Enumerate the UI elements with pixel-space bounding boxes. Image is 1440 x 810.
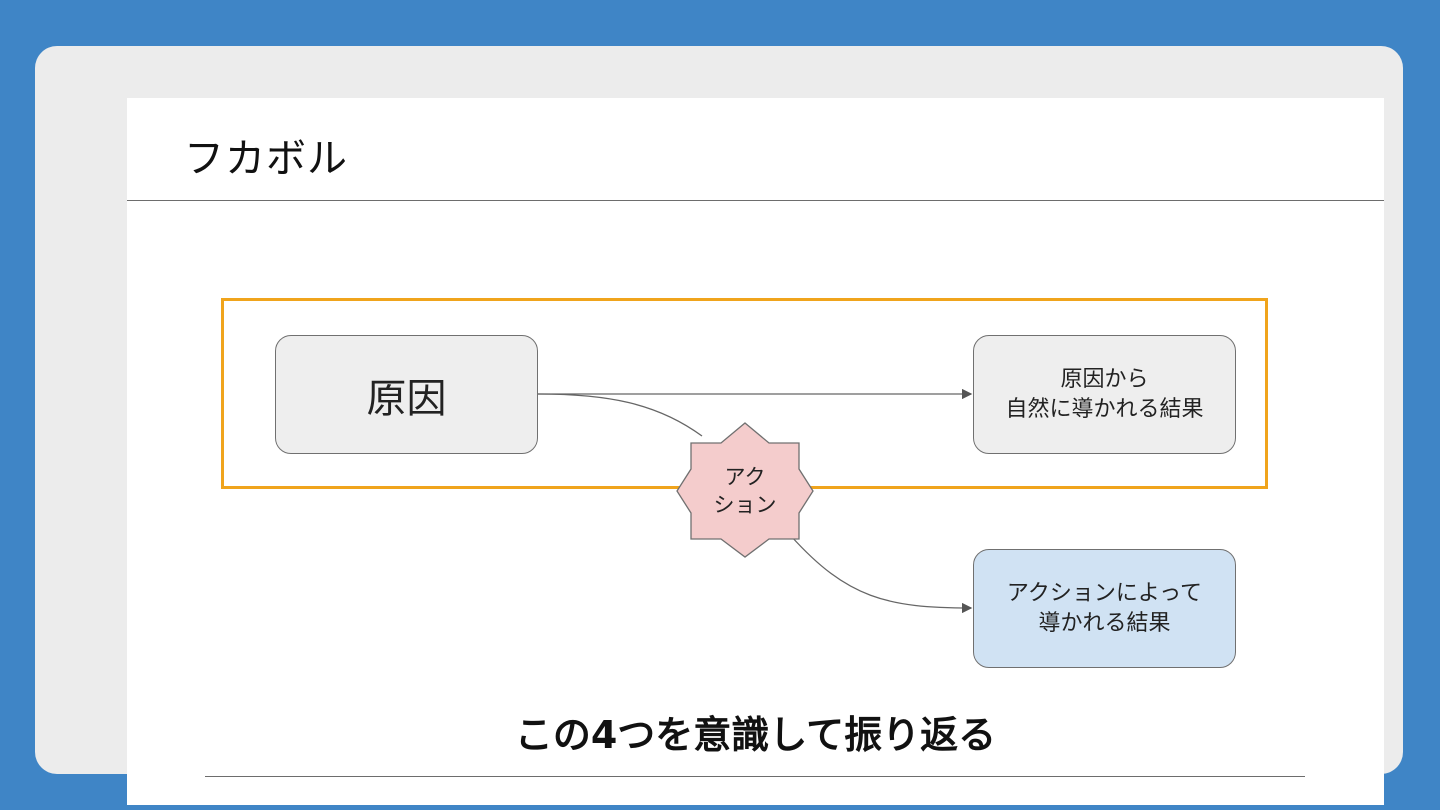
title-divider (127, 200, 1384, 201)
action-result-node: アクションによって 導かれる結果 (973, 549, 1236, 668)
action-result-label: アクションによって 導かれる結果 (1006, 580, 1203, 636)
bottom-divider (205, 776, 1305, 777)
slide-frame: フカボル 原因 アク ション 原因から 自然に導かれる結果 アクションによって … (35, 46, 1403, 805)
slide: フカボル 原因 アク ション 原因から 自然に導かれる結果 アクションによって … (127, 98, 1384, 805)
natural-result-node: 原因から 自然に導かれる結果 (973, 335, 1236, 454)
cause-label: 原因 (366, 375, 447, 422)
natural-result-label: 原因から 自然に導かれる結果 (1005, 366, 1204, 422)
action-label: アク ション (713, 464, 777, 517)
cause-node: 原因 (275, 335, 538, 454)
slide-caption: この4つを意識して振り返る (514, 713, 997, 757)
arrow-action-to-action-result (790, 535, 973, 614)
slide-title: フカボル (184, 136, 348, 182)
